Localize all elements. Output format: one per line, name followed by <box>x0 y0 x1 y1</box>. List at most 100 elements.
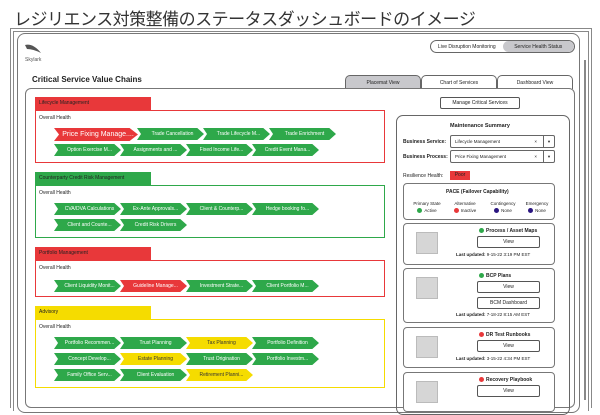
status-dot-icon <box>479 273 484 279</box>
pace-title: PACE (Failover Capability) <box>446 189 509 195</box>
section-title: Critical Service Value Chains <box>32 75 142 84</box>
service-chevron[interactable]: Trade Enrichment <box>269 128 336 140</box>
map-icon <box>416 232 438 254</box>
business-process-select[interactable]: Price Fixing Management × ▾ <box>450 150 555 163</box>
service-chevron[interactable]: Trade Cancellation <box>137 128 204 140</box>
resilience-status-badge: Poor <box>450 171 470 180</box>
service-chevron[interactable]: CVA/DVA Calculations <box>54 203 121 215</box>
pace-label: Primary State <box>413 201 441 206</box>
stacked-frame <box>13 31 589 411</box>
service-chevron[interactable]: Client Portfolio M... <box>252 280 319 292</box>
skylark-logo: Skylark <box>25 42 42 63</box>
service-chevron[interactable]: Estate Planning <box>120 353 187 365</box>
chain-header[interactable]: Lifecycle Management <box>35 97 151 110</box>
view-tabs: Placemat View Chart of Services Dashboar… <box>345 75 573 89</box>
view-button[interactable]: View <box>477 281 540 293</box>
overall-health-label: Overall Health <box>39 324 71 330</box>
pace-label: Emergency <box>525 201 549 206</box>
card-title: DR Test Runbooks <box>479 332 530 338</box>
card-title: Process / Asset Maps <box>479 228 537 234</box>
service-chevron[interactable]: Fixed Income Life... <box>186 144 253 156</box>
page-title: レジリエンス対策整備のステータスダッシュボードのイメージ <box>14 10 476 30</box>
pace-value: None <box>535 208 546 213</box>
mode-toggle: Live Disruption Monitoring Service Healt… <box>430 40 575 53</box>
flow-icon <box>416 336 438 358</box>
chain-header[interactable]: Counterparty Credit Risk Management <box>35 172 151 185</box>
service-chevron[interactable]: Assignments and ... <box>120 144 187 156</box>
last-updated: Last updated: 7-18-22 8:15 AM EST <box>456 312 531 317</box>
status-dot-icon <box>494 208 500 214</box>
document-icon <box>416 277 438 299</box>
overall-health-label: Overall Health <box>39 115 71 121</box>
tab-chart-of-services[interactable]: Chart of Services <box>421 75 497 89</box>
chain-header[interactable]: Advisory <box>35 306 151 319</box>
bcm-dashboard-button[interactable]: BCM Dashboard <box>477 297 540 309</box>
service-chevron[interactable]: Investment Strate... <box>186 280 253 292</box>
pace-value: Active <box>424 208 437 213</box>
service-chevron[interactable]: Portfolio Recommen... <box>54 337 121 349</box>
status-dot-icon <box>528 208 534 214</box>
view-button[interactable]: View <box>477 236 540 248</box>
tab-placemat-view[interactable]: Placemat View <box>345 75 421 89</box>
maintenance-title: Maintenance Summary <box>450 123 510 129</box>
card-title: BCP Plans <box>479 273 511 279</box>
tab-dashboard-view[interactable]: Dashboard View <box>497 75 573 89</box>
service-chevron[interactable]: Trust Origination <box>186 353 253 365</box>
business-service-select[interactable]: Lifecycle Management × ▾ <box>450 135 555 148</box>
service-chevron[interactable]: Option Exercise M... <box>54 144 121 156</box>
view-button[interactable]: View <box>477 385 540 397</box>
view-button[interactable]: View <box>477 340 540 352</box>
business-process-value: Price Fixing Management <box>455 154 507 159</box>
resilience-health-label: Resilience Health: <box>403 173 444 179</box>
service-chevron[interactable]: Client Evaluation <box>120 369 187 381</box>
manage-critical-services-button[interactable]: Manage Critical Services <box>440 97 520 109</box>
service-chevron[interactable]: Portfolio Definition <box>252 337 319 349</box>
stacked-frame <box>584 60 586 400</box>
service-chevron[interactable]: Retirement Planni... <box>186 369 253 381</box>
card-title: Recovery Playbook <box>479 377 532 383</box>
pace-value: Inactive <box>460 208 477 213</box>
wing-icon <box>25 44 41 53</box>
chain-header[interactable]: Portfolio Management <box>35 247 151 260</box>
business-process-label: Business Process: <box>403 154 448 160</box>
service-chevron[interactable]: Portfolio Investm... <box>252 353 319 365</box>
service-chevron[interactable]: Client & Counterp... <box>186 203 253 215</box>
chevron-down-icon[interactable]: ▾ <box>543 151 554 162</box>
service-chevron[interactable]: Tax Planning <box>186 337 253 349</box>
overall-health-label: Overall Health <box>39 265 71 271</box>
last-updated: Last updated: 3-15-22 4:34 PM EST <box>456 356 531 361</box>
business-service-value: Lifecycle Management <box>455 139 501 144</box>
service-chevron[interactable]: Credit Risk Drivers <box>120 219 187 231</box>
clear-icon[interactable]: × <box>534 139 537 144</box>
overall-health-label: Overall Health <box>39 190 71 196</box>
service-chevron[interactable]: Trade Lifecycle M... <box>203 128 270 140</box>
service-chevron[interactable]: Concept Develop... <box>54 353 121 365</box>
business-service-label: Business Service: <box>403 139 447 145</box>
status-dot-icon <box>479 377 484 383</box>
service-chevron[interactable]: Client and Counte... <box>54 219 121 231</box>
chevron-down-icon[interactable]: ▾ <box>543 136 554 147</box>
logo-text: Skylark <box>25 57 42 63</box>
service-chevron[interactable]: Client Liquidity Monit... <box>54 280 121 292</box>
service-chevron[interactable]: Credit Event Mana... <box>252 144 319 156</box>
pace-value: None <box>501 208 512 213</box>
status-dot-icon <box>417 208 423 214</box>
clear-icon[interactable]: × <box>534 154 537 159</box>
status-dot-icon <box>453 208 459 214</box>
service-chevron[interactable]: Guideline Manage... <box>120 280 187 292</box>
service-chevron[interactable]: Ex-Ante Approvals... <box>120 203 187 215</box>
toggle-service-health[interactable]: Service Health Status <box>502 41 574 52</box>
service-chevron[interactable]: Hedge booking fo... <box>252 203 319 215</box>
service-chevron[interactable]: Price Fixing Manage.... <box>54 128 138 141</box>
pace-label: Contingency <box>490 201 516 206</box>
service-chevron[interactable]: Trust Planning <box>120 337 187 349</box>
toggle-live-disruption[interactable]: Live Disruption Monitoring <box>437 43 496 50</box>
service-chevron[interactable]: Family Office Serv... <box>54 369 121 381</box>
